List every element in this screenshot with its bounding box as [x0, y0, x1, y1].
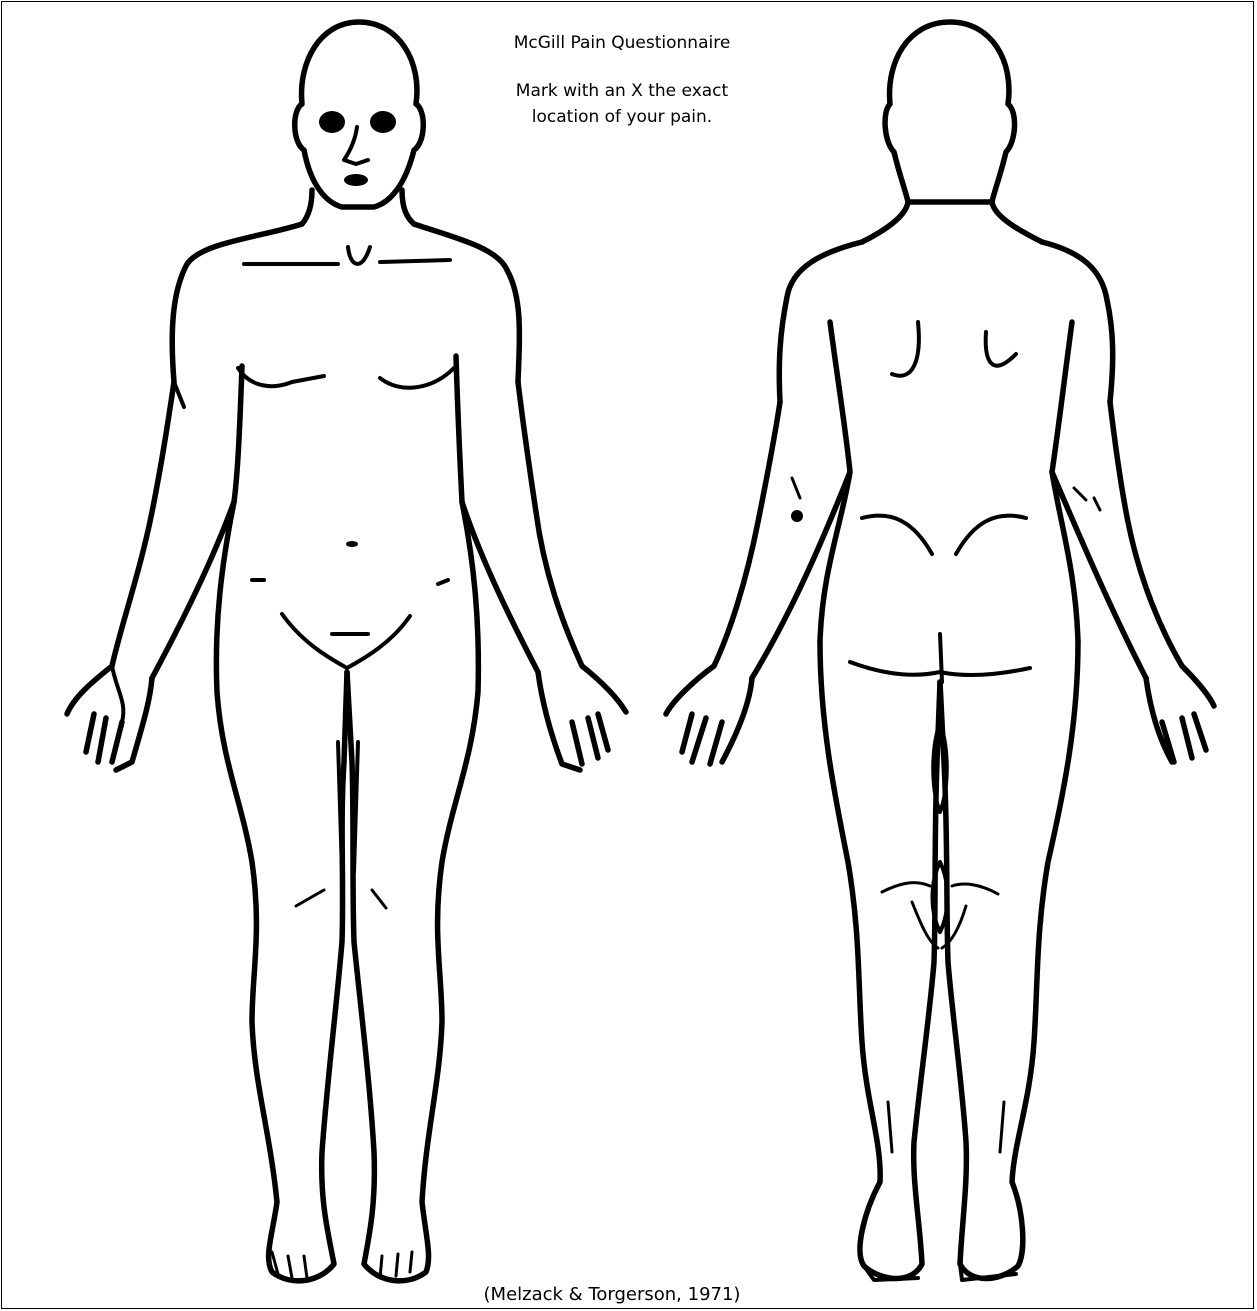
back-head[interactable]	[885, 22, 1015, 202]
back-legs[interactable]	[820, 642, 1078, 1280]
back-torso[interactable]	[779, 242, 1112, 682]
citation: (Melzack & Torgerson, 1971)	[402, 1284, 822, 1306]
back-neck[interactable]	[862, 202, 1042, 242]
